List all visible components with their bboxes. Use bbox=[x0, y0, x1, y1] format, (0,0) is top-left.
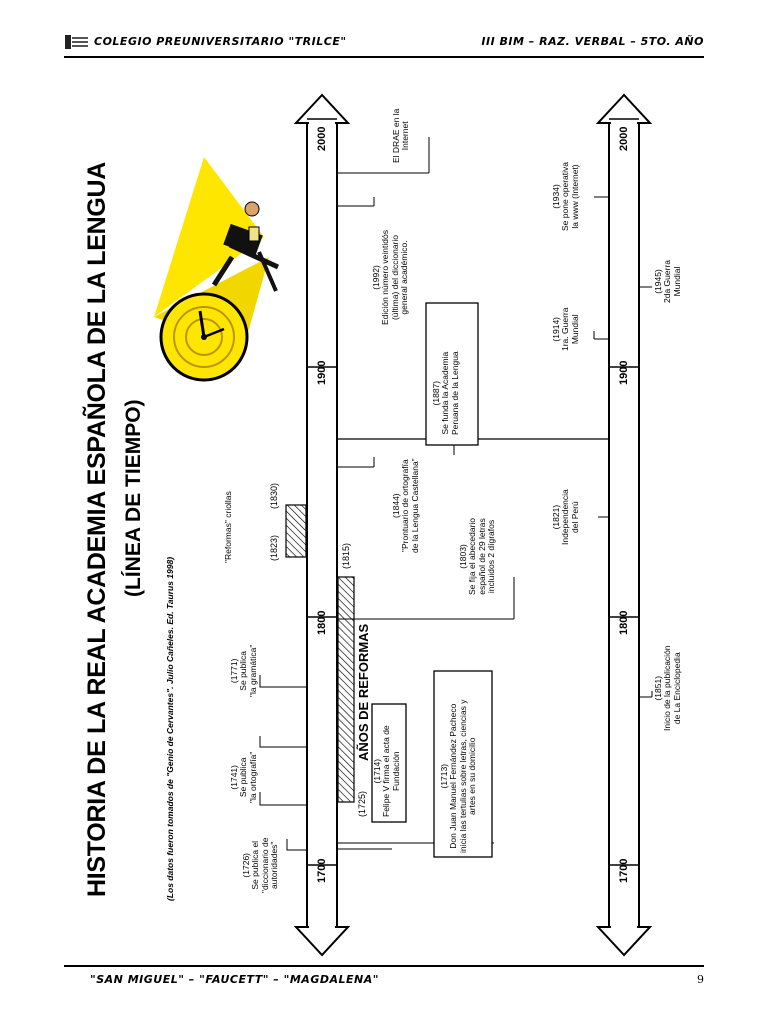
page-header: COLEGIO PREUNIVERSITARIO "TRILCE" III BI… bbox=[64, 30, 704, 58]
period-end: (1815) bbox=[341, 542, 351, 569]
timeline-page: HISTORIA DE LA REAL ACADEMIA ESPAÑOLA DE… bbox=[74, 57, 754, 957]
page-title: HISTORIA DE LA REAL ACADEMIA ESPAÑOLA DE… bbox=[83, 161, 111, 897]
reform-label: "Reformas" criollas bbox=[223, 491, 233, 563]
timeline-top-bar bbox=[293, 93, 351, 957]
event-1713: (1713) Don Juan Manuel Fernández Pacheco… bbox=[439, 699, 478, 853]
event-1934: (1934) Se pone operativa la www (Interne… bbox=[551, 162, 580, 231]
reform-period-bar bbox=[337, 576, 355, 803]
timeline-bottom-bar bbox=[595, 93, 653, 957]
period-start: (1725) bbox=[357, 790, 367, 817]
source-note: (Los datos fueron tomados de "Genio de C… bbox=[165, 556, 175, 901]
year-mark-1800: 1800 bbox=[618, 610, 630, 635]
year-mark-2000: 2000 bbox=[316, 126, 328, 151]
event-1771: (1771) Se publica "la gramática" bbox=[229, 644, 258, 697]
event-1714: (1714) Felipe V firma el acta de Fundaci… bbox=[372, 725, 401, 817]
man-with-clock-icon bbox=[154, 157, 280, 382]
event-box-1887 bbox=[425, 302, 479, 446]
timeline-graphics bbox=[154, 93, 653, 957]
event-1851: (1851) Inicio de la publicación de La En… bbox=[653, 645, 682, 731]
course-label: III BIM – RAZ. VERBAL – 5TO. AÑO bbox=[481, 35, 704, 48]
campus-names: "SAN MIGUEL" – "FAUCETT" – "MAGDALENA" bbox=[90, 973, 379, 986]
page-subtitle: (LÍNEA DE TIEMPO) bbox=[122, 399, 145, 597]
event-1803: (1803) Se fija el abecedario español de … bbox=[458, 517, 497, 595]
event-1726: (1726) Se publica el "diccionario de aut… bbox=[241, 837, 280, 893]
creole-reform-bar bbox=[285, 504, 307, 558]
period-label: AÑOS DE REFORMAS bbox=[356, 623, 371, 761]
year-mark-1700: 1700 bbox=[316, 858, 328, 883]
event-1945: (1945) 2da Guerra Mundial bbox=[653, 260, 682, 303]
event-1992: (1992) Edición número veintidós (última)… bbox=[371, 230, 410, 325]
event-1741: (1741) Se publica "la ortografía" bbox=[229, 751, 258, 803]
event-1887: (1887) Se funda la Academia Peruana de l… bbox=[431, 351, 460, 435]
page-number: 9 bbox=[697, 973, 704, 986]
event-box-1714 bbox=[371, 703, 407, 823]
year-mark-1900: 1900 bbox=[316, 360, 328, 385]
event-1914: (1914) 1ra. Guerra Mundial bbox=[551, 307, 580, 351]
year-mark-1700: 1700 bbox=[618, 858, 630, 883]
trilce-logo-icon bbox=[65, 35, 88, 49]
year-mark-2000: 2000 bbox=[618, 126, 630, 151]
event-1821: (1821) Independencia del Perú bbox=[551, 489, 580, 545]
event-box-1713 bbox=[433, 670, 493, 858]
school-name: COLEGIO PREUNIVERSITARIO "TRILCE" bbox=[94, 35, 347, 48]
year-mark-1800: 1800 bbox=[316, 610, 328, 635]
page-footer: "SAN MIGUEL" – "FAUCETT" – "MAGDALENA" 9 bbox=[64, 965, 704, 991]
year-mark-1900: 1900 bbox=[618, 360, 630, 385]
reform-start: (1823) bbox=[269, 534, 279, 561]
event-drae-internet: El DRAE en la Internet bbox=[391, 108, 411, 163]
reform-end: (1830) bbox=[269, 482, 279, 509]
event-1844: (1844) "Prontuario de ortografía de la L… bbox=[391, 458, 420, 553]
